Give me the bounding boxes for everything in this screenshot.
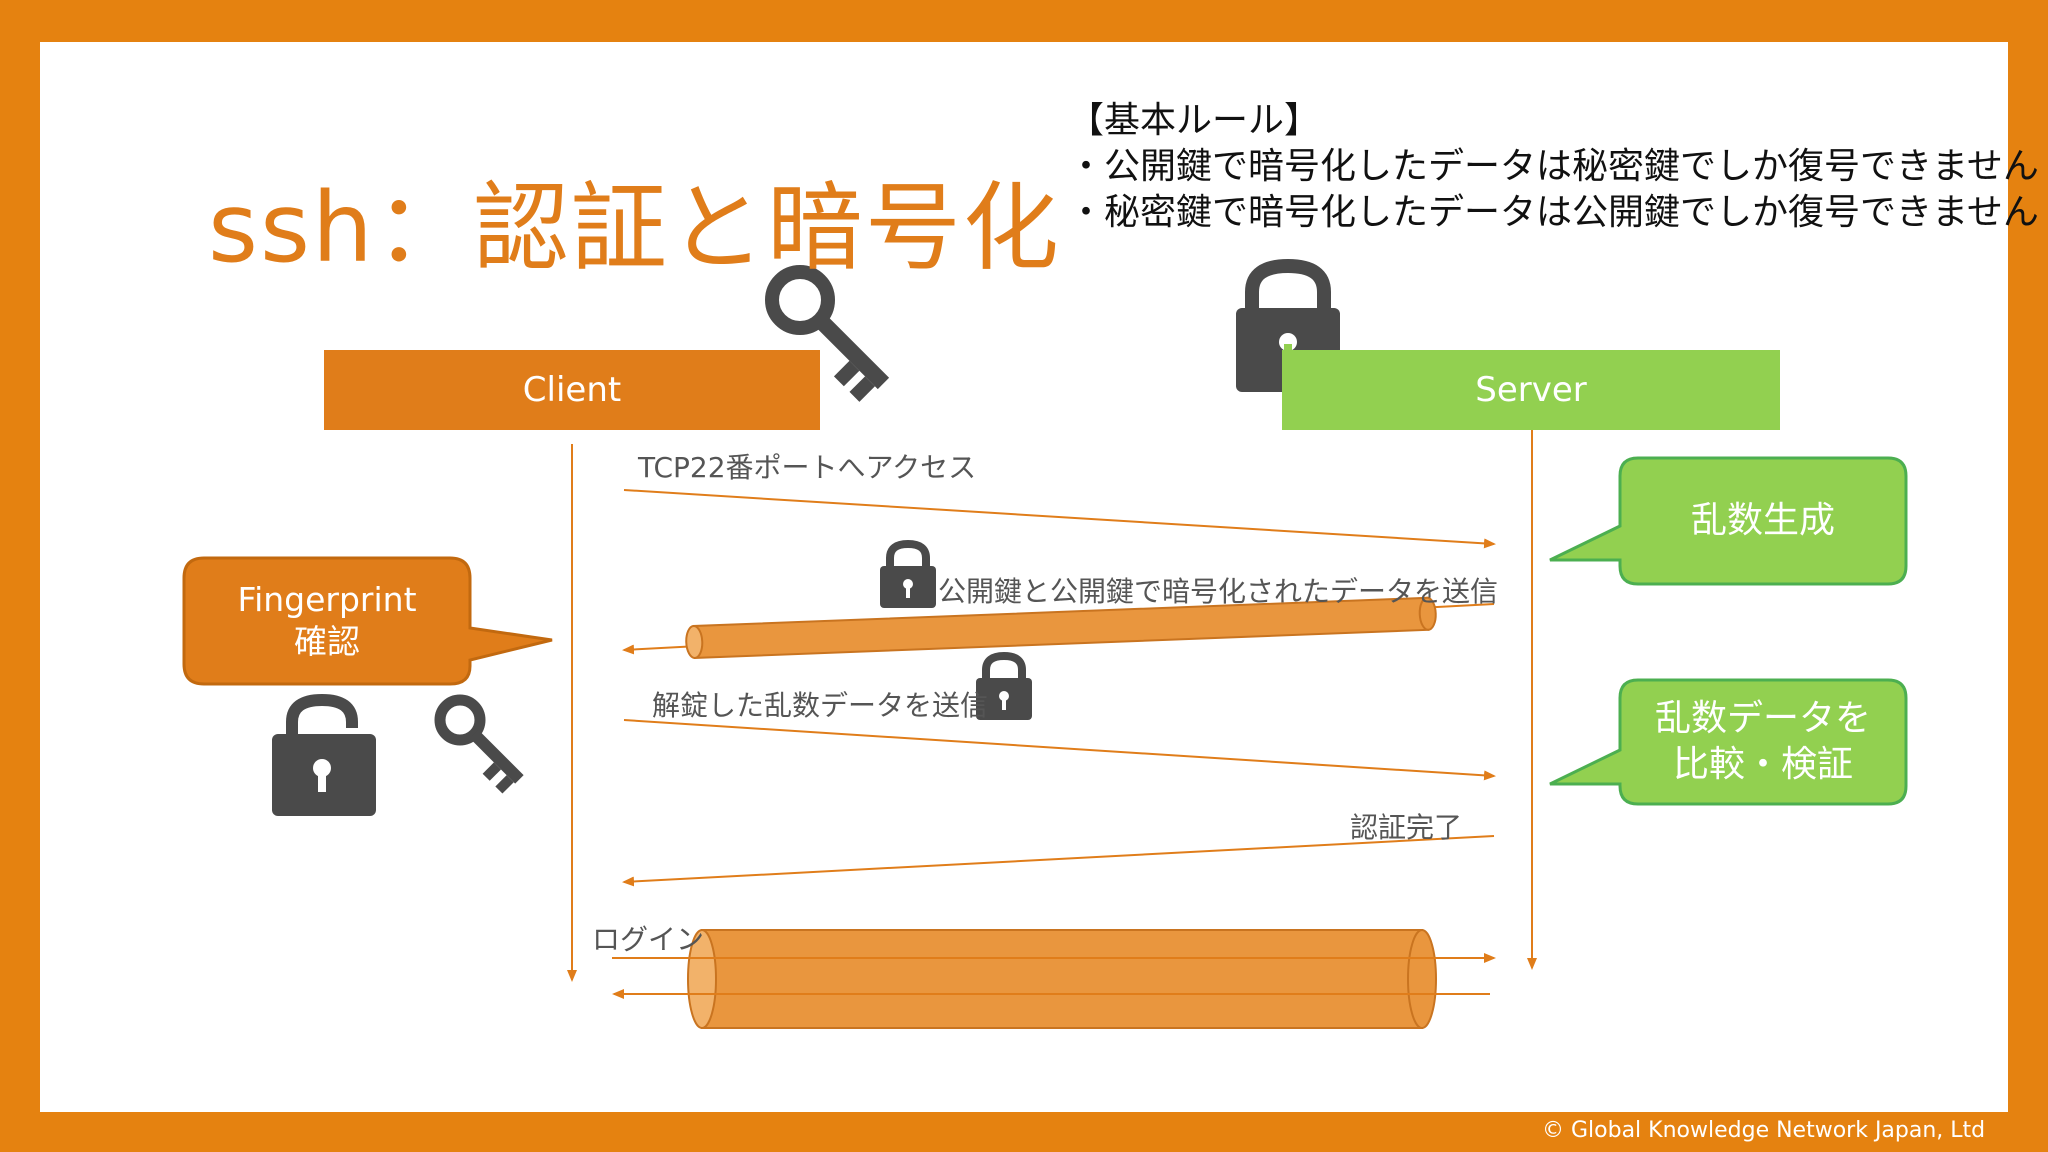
slide-title: ssh：認証と暗号化 xyxy=(208,172,1061,284)
bubble-text: 乱数生成 xyxy=(1690,500,1835,541)
message-label: ログイン xyxy=(592,923,705,956)
key-icon xyxy=(765,265,890,402)
basic-rules: 【基本ルール】 ・公開鍵で暗号化したデータは秘密鍵でしか復号できません ・秘密鍵… xyxy=(1068,98,2039,236)
bubble-text: 比較・検証 xyxy=(1672,744,1853,785)
bubble-text: Fingerprint xyxy=(237,580,417,619)
random-gen-bubble-shape xyxy=(1549,456,1908,586)
padlock-open-icon xyxy=(272,693,376,816)
rule-item: ・公開鍵で暗号化したデータは秘密鍵でしか復号できません xyxy=(1068,146,2039,187)
compare-bubble: 乱数データを 比較・検証 xyxy=(1622,682,1904,802)
padlock-closed-icon xyxy=(976,651,1032,720)
encrypted-tube-thin xyxy=(685,596,1437,659)
message-label: 公開鍵と公開鍵で暗号化されたデータを送信 xyxy=(938,575,1499,608)
compare-bubble-shape xyxy=(1549,678,1908,806)
message-label: 認証完了 xyxy=(1350,811,1463,844)
key-icon xyxy=(434,694,524,794)
rule-item: ・秘密鍵で暗号化したデータは公開鍵でしか復号できません xyxy=(1068,192,2039,233)
rules-heading: 【基本ルール】 xyxy=(1068,100,1321,141)
bubble-text: 乱数データを xyxy=(1654,698,1871,739)
padlock-closed-icon xyxy=(880,539,936,608)
fingerprint-bubble-shape xyxy=(182,556,553,686)
fingerprint-bubble: Fingerprint 確認 xyxy=(186,560,468,682)
copyright: © Global Knowledge Network Japan, Ltd xyxy=(1542,1118,1986,1143)
arrow-tcp22 xyxy=(623,489,1496,549)
random-gen-bubble: 乱数生成 xyxy=(1622,460,1904,582)
client-actor: Client xyxy=(324,350,820,430)
arrow-unlocked-random xyxy=(623,719,1496,781)
arrow-auth-complete xyxy=(622,835,1495,887)
message-label: 解錠した乱数データを送信 xyxy=(652,689,989,722)
message-label: TCP22番ポートへアクセス xyxy=(638,451,977,484)
bubble-text: 確認 xyxy=(294,622,360,661)
encrypted-tube-login xyxy=(687,929,1437,1029)
server-actor: Server xyxy=(1282,350,1780,430)
